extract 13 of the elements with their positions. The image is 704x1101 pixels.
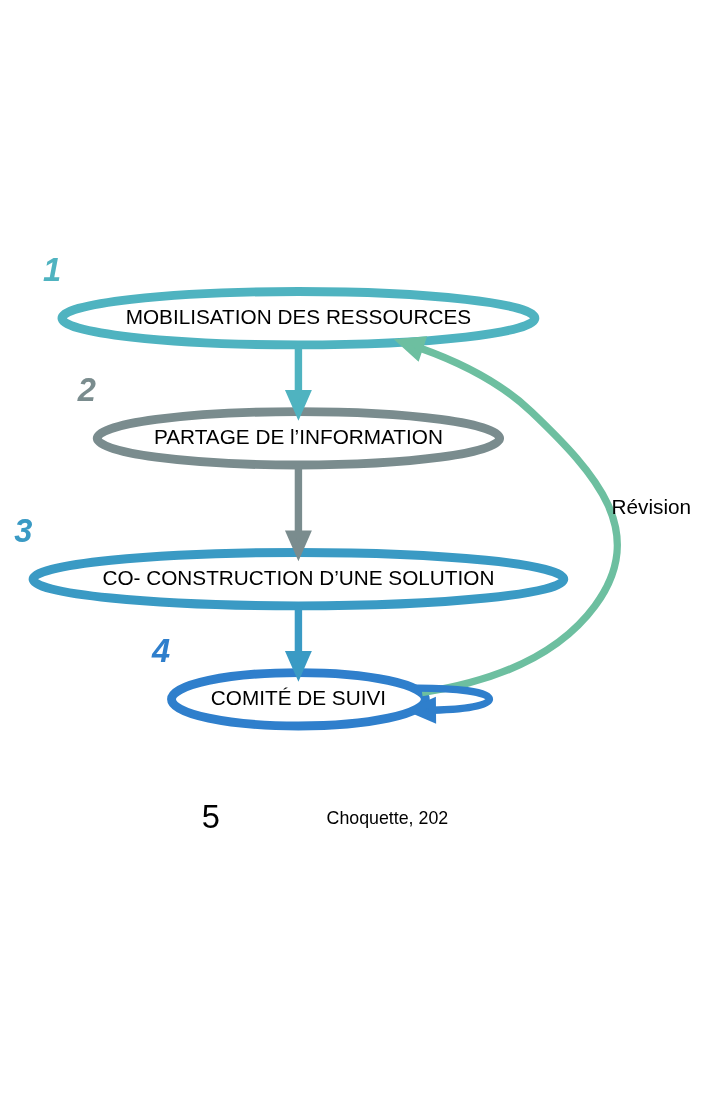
label: 5 (201, 797, 221, 835)
node-label: 2 (77, 370, 96, 408)
node-label: 1 (43, 250, 62, 288)
edge-label: Révision (611, 494, 692, 518)
node-ellipse: PARTAGE DE l’INFORMATION (92, 406, 505, 469)
node-ellipse: MOBILISATION DES RESSOURCES (57, 286, 540, 349)
node-ellipse: COMITÉ DE SUIVI (167, 667, 430, 730)
node-label: 3 (14, 511, 33, 549)
arrow (284, 464, 312, 561)
node-ellipse: CO- CONSTRUCTION D’UNE SOLUTION (28, 547, 569, 610)
node-label: 4 (151, 631, 171, 669)
label: Choquette, 202 (326, 807, 449, 828)
arrow (393, 335, 621, 696)
